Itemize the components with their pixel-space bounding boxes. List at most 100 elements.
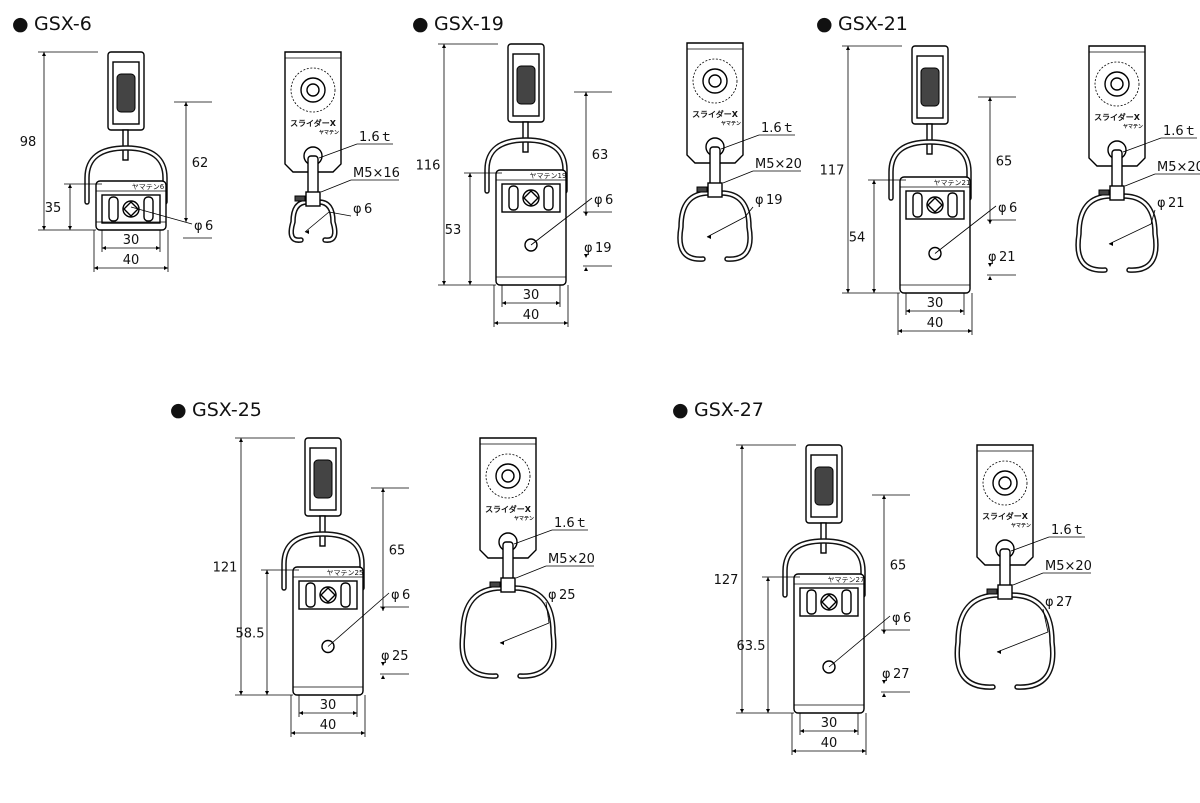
title-bullet: ● — [672, 399, 689, 421]
dim-outer-width: 40 — [821, 736, 838, 751]
product-title: ●GSX-19 — [412, 13, 504, 35]
slider-brand-label: スライダーX — [982, 511, 1029, 521]
bolt-size: M5×20 — [755, 157, 802, 172]
slider-brand-label: スライダーX — [1094, 112, 1141, 122]
arrowhead — [502, 301, 506, 305]
set-screw-head — [320, 587, 336, 603]
set-screw-head — [123, 201, 139, 217]
maker-label: ヤマテン — [721, 121, 741, 127]
hanger-stem — [522, 121, 529, 153]
arrowhead — [800, 729, 804, 733]
diameter-symbol: φ — [1157, 196, 1166, 211]
arrowhead — [960, 309, 964, 313]
diameter-symbol: φ — [548, 588, 557, 603]
front-mark: ヤマテン19 — [530, 172, 567, 180]
clamp-bar-right — [841, 589, 852, 615]
bore-diameter-value: 27 — [893, 667, 910, 682]
bolt-head — [696, 186, 708, 193]
arrowhead — [468, 173, 472, 177]
arrowhead — [68, 184, 72, 188]
clamp-bar-left — [912, 192, 923, 218]
clamp-bar-left — [108, 196, 119, 222]
arrowhead — [872, 180, 876, 184]
dim-total-height: 117 — [820, 164, 845, 179]
arrowhead — [584, 254, 588, 258]
clamp-diameter-arrow — [304, 211, 330, 233]
hanger-stem — [926, 123, 933, 155]
dim-lower-height: 54 — [849, 231, 866, 246]
arrowhead — [299, 711, 303, 715]
bolt-head — [986, 588, 998, 595]
clamp-block — [1109, 185, 1125, 201]
arrowhead — [988, 263, 992, 267]
clamp-diameter-arrow — [996, 631, 1049, 653]
pin-leader — [130, 206, 193, 225]
dim-inner-width: 30 — [523, 288, 540, 303]
product-title: ●GSX-6 — [12, 13, 92, 35]
dim-total-height: 127 — [714, 573, 739, 588]
plate-leader — [720, 134, 760, 150]
arrowhead — [164, 266, 168, 270]
arrowhead — [265, 691, 269, 695]
bore-diameter-value: 21 — [999, 250, 1016, 265]
hanger-stem — [122, 129, 129, 161]
clamp-block — [305, 191, 321, 207]
d-ring-inner — [85, 146, 167, 204]
clamp-diameter-value: 19 — [766, 193, 783, 208]
bolt-head — [489, 581, 501, 588]
slider-brand-label: スライダーX — [692, 109, 739, 119]
pin-leader — [327, 592, 390, 647]
maker-label: ヤマテン — [1011, 523, 1031, 529]
clamp-bar-left — [806, 589, 817, 615]
arrowhead — [500, 641, 504, 645]
set-screw-head — [821, 594, 837, 610]
arrowhead — [988, 220, 992, 224]
pin-diameter-value: 6 — [903, 611, 911, 626]
clamp-leader — [545, 601, 550, 624]
dim-total-height: 98 — [20, 135, 37, 150]
clamp-block — [997, 584, 1013, 600]
arrowhead — [442, 44, 446, 48]
arrowhead — [898, 329, 902, 333]
pulley-outline — [1094, 61, 1140, 107]
clamp-bar-right — [543, 185, 554, 211]
title-text: GSX-19 — [434, 13, 504, 35]
diameter-symbol: φ — [1045, 595, 1054, 610]
title-text: GSX-21 — [838, 13, 908, 35]
pin-leader — [828, 615, 891, 668]
d-ring-inner — [889, 140, 971, 200]
clamp-block — [500, 577, 516, 593]
dim-lower-height: 35 — [45, 201, 62, 216]
arrowhead — [740, 709, 744, 713]
arrowhead — [968, 329, 972, 333]
bolt-size: M5×20 — [548, 552, 595, 567]
bolt-size: M5×20 — [1157, 160, 1200, 175]
title-bullet: ● — [12, 13, 29, 35]
pin-diameter-value: 6 — [205, 219, 213, 234]
product-title: ●GSX-21 — [816, 13, 908, 35]
arrowhead — [265, 570, 269, 574]
pulley-outline — [485, 453, 531, 499]
plate-leader — [318, 143, 358, 159]
arrowhead — [882, 630, 886, 634]
diameter-symbol: φ — [391, 588, 400, 603]
clamp-diameter-value: 21 — [1168, 196, 1185, 211]
arrowhead — [584, 92, 588, 96]
plate-thickness: 1.6ｔ — [761, 121, 795, 136]
bolt-size: M5×16 — [353, 166, 400, 181]
arrowhead — [381, 607, 385, 611]
clamp-bar-left — [305, 582, 316, 608]
dim-upper-height: 65 — [890, 559, 907, 574]
dim-upper-height: 63 — [592, 148, 609, 163]
